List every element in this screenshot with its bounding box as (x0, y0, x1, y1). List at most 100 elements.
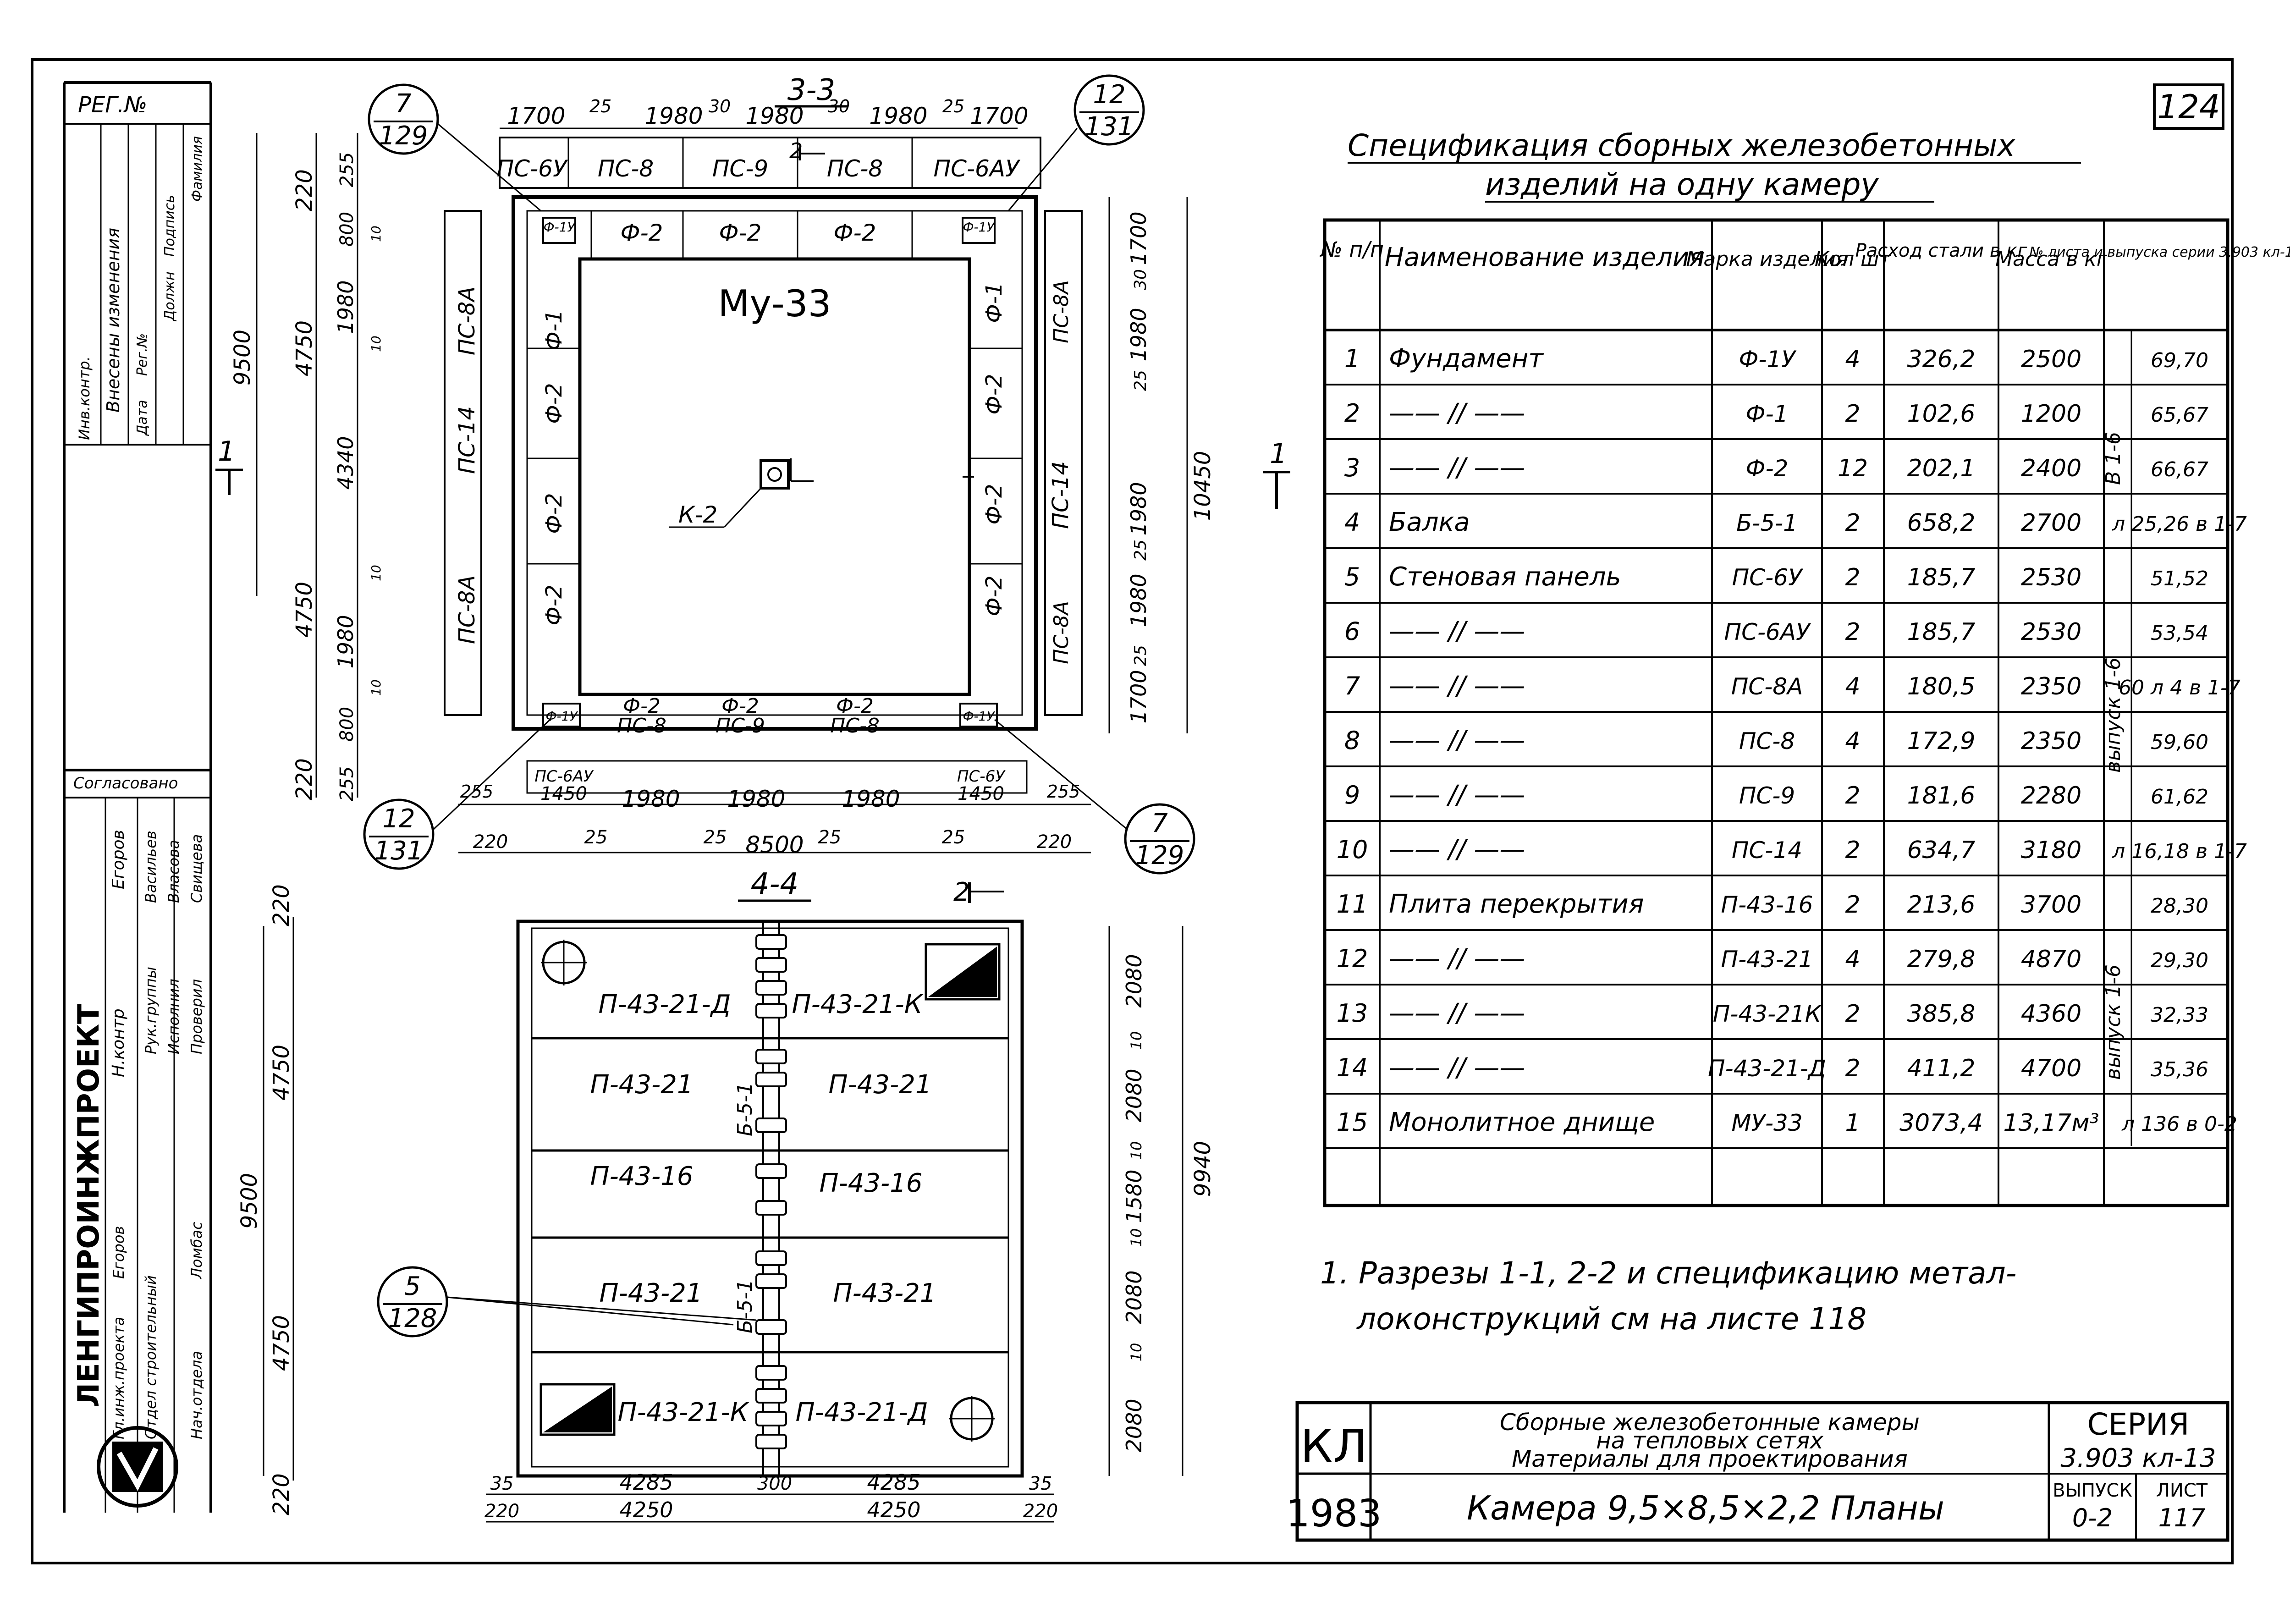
issue-group-1: В 1-6 (2102, 432, 2125, 485)
column-k2 (760, 459, 790, 490)
org-logo (97, 1426, 178, 1508)
spec-cell-qty: 4 (1845, 673, 1860, 700)
spec-cell-sheet: л 136 в 0-2 (2121, 1112, 2237, 1136)
spec-cell-qty: 2 (1845, 837, 1860, 864)
dim-right-6: 25 (1131, 539, 1150, 561)
tb-desc-2: на тепловых сетях (1596, 1427, 1823, 1454)
column-mark: К-2 (678, 501, 717, 528)
inv-label: Инв.контр. (76, 356, 93, 440)
spec-title-2: изделий на одну камеру (1485, 167, 1879, 202)
org-name-1: Егоров (110, 1226, 127, 1279)
callout-12-131-bottom: 12 131 (363, 719, 551, 870)
dim-small-2: 10 (369, 336, 384, 352)
spec-cell-sheet: 35,36 (2151, 1058, 2208, 1081)
dim-top-7: 1980 (869, 103, 927, 129)
spec-cell-steel: 213,6 (1907, 891, 1976, 919)
spec-cell-mass: 4360 (2021, 1000, 2081, 1028)
dim-inner-7: 255 (336, 766, 358, 801)
bp-dim-left-1: 220 (269, 884, 294, 926)
bdim1-3: 1980 (622, 786, 680, 812)
dim-right-total: 10450 (1190, 451, 1216, 521)
svg-text:129: 129 (1135, 841, 1184, 870)
tb-sheet-label: ЛИСТ (2156, 1480, 2208, 1501)
spec-cell-name: —— // —— (1389, 780, 1525, 810)
callout-7-129-bottom: 7 129 (994, 719, 1195, 875)
bp-dim-right-total: 9940 (1190, 1141, 1216, 1197)
spec-cell-mark: МУ-33 (1731, 1110, 1802, 1136)
org-name-3: Ломбас (188, 1222, 205, 1279)
spec-cell-steel: 326,2 (1907, 346, 1976, 373)
wall-right-3: ПС-8А (1050, 601, 1073, 664)
spec-cell-sheet: л 25,26 в 1-7 (2112, 512, 2247, 536)
spec-title-1: Спецификация сборных железобетонных (1348, 128, 2015, 163)
sheet-frame (31, 58, 2234, 1564)
bp-dim-right-1: 2080 (1122, 954, 1146, 1007)
bp-dim-right-8: 10 (1128, 1343, 1145, 1362)
wall-left-1: ПС-8А (454, 286, 480, 355)
opening-bottom-left (539, 1383, 616, 1436)
spec-cell-mark: Ф-1 (1746, 401, 1789, 427)
f-left-4: Ф-2 (541, 584, 567, 625)
bdim2-7: 220 (1037, 831, 1072, 853)
slab-right-5: П-43-21-Д (796, 1398, 928, 1427)
bp-bdim1-2: 4285 (619, 1470, 673, 1495)
dim-left-2: 4750 (292, 320, 317, 376)
spec-cell-no: 9 (1344, 781, 1360, 809)
spec-cell-name: Монолитное днище (1389, 1107, 1655, 1137)
spec-cell-name: Фундамент (1389, 344, 1544, 374)
spec-cell-sheet: 69,70 (2151, 349, 2208, 372)
spec-cell-no: 4 (1344, 508, 1360, 537)
spec-cell-mass: 2530 (2021, 618, 2081, 646)
spec-cell-steel: 172,9 (1907, 727, 1976, 755)
spec-cell-mass: 3180 (2021, 837, 2081, 864)
f-top-2: Ф-2 (719, 220, 762, 246)
bottom-inner-panel-3: ПС-8 (830, 714, 880, 738)
spec-cell-qty: 2 (1845, 1000, 1860, 1028)
section-1-left: 1 (218, 435, 235, 468)
spec-cell-name: —— // —— (1389, 671, 1525, 701)
f-right-1: Ф-1 (981, 282, 1007, 323)
panel-top-1: ПС-6У (497, 155, 568, 182)
spec-cell-name: Плита перекрытия (1389, 889, 1644, 919)
changes-header-4: Подпись (162, 195, 178, 257)
bdim2-1: 220 (473, 831, 508, 853)
dim-left-3: 4750 (292, 582, 317, 638)
spec-cell-name: —— // —— (1389, 835, 1525, 864)
tb-sheet: 117 (2158, 1503, 2205, 1532)
spec-cell-qty: 12 (1838, 455, 1868, 482)
slab-right-4: П-43-21 (833, 1278, 936, 1308)
spec-cell-mark: ПС-6У (1732, 564, 1804, 591)
spec-cell-no: 14 (1337, 1053, 1368, 1082)
f-left-3: Ф-2 (541, 493, 567, 534)
approved-label: Согласовано (73, 774, 178, 793)
spec-cell-qty: 2 (1845, 782, 1860, 809)
wall-left-3: ПС-8А (454, 575, 480, 644)
spec-cell-mark: Ф-2 (1746, 455, 1789, 482)
bp-bdim2-2: 4250 (619, 1497, 673, 1522)
spec-cell-steel: 634,7 (1907, 837, 1976, 864)
dim-left-1: 220 (292, 169, 317, 211)
dim-right-7: 1980 (1126, 573, 1151, 627)
spec-table: № п/п Наименование изделия Марка изделия… (1319, 218, 2290, 1207)
changes-header-2: Рег.№ (134, 333, 150, 376)
bdim1-7: 255 (1047, 782, 1080, 802)
f-bottom-2: Ф-2 (721, 694, 759, 718)
bp-bdim1-5: 35 (1029, 1473, 1052, 1494)
dim-right-3: 1980 (1126, 308, 1151, 361)
title-block: КЛ 1983 Сборные железобетонные камеры на… (1286, 1401, 2229, 1542)
spec-cell-steel: 411,2 (1907, 1055, 1976, 1082)
callout-5-128: 5 128 (377, 1266, 757, 1338)
plan-bottom: 4-4 2 Б-5-1 Б-5-1 (237, 867, 1216, 1523)
f-right-3: Ф-2 (981, 484, 1007, 524)
spec-cell-qty: 2 (1845, 1055, 1860, 1082)
bottom-panel-1: ПС-6АУ (534, 767, 594, 786)
spec-cell-mark: ПС-8А (1731, 673, 1803, 700)
spec-cell-name: —— // —— (1389, 617, 1525, 646)
spec-cell-mark: П-43-16 (1721, 892, 1813, 918)
spec-cell-mark: П-43-21К (1713, 1001, 1822, 1027)
panel-top-4: ПС-8 (827, 155, 883, 182)
spec-cell-name: —— // —— (1389, 453, 1525, 483)
spec-cell-sheet: 53,54 (2151, 622, 2208, 645)
bdim1-6: 1450 (958, 783, 1004, 804)
